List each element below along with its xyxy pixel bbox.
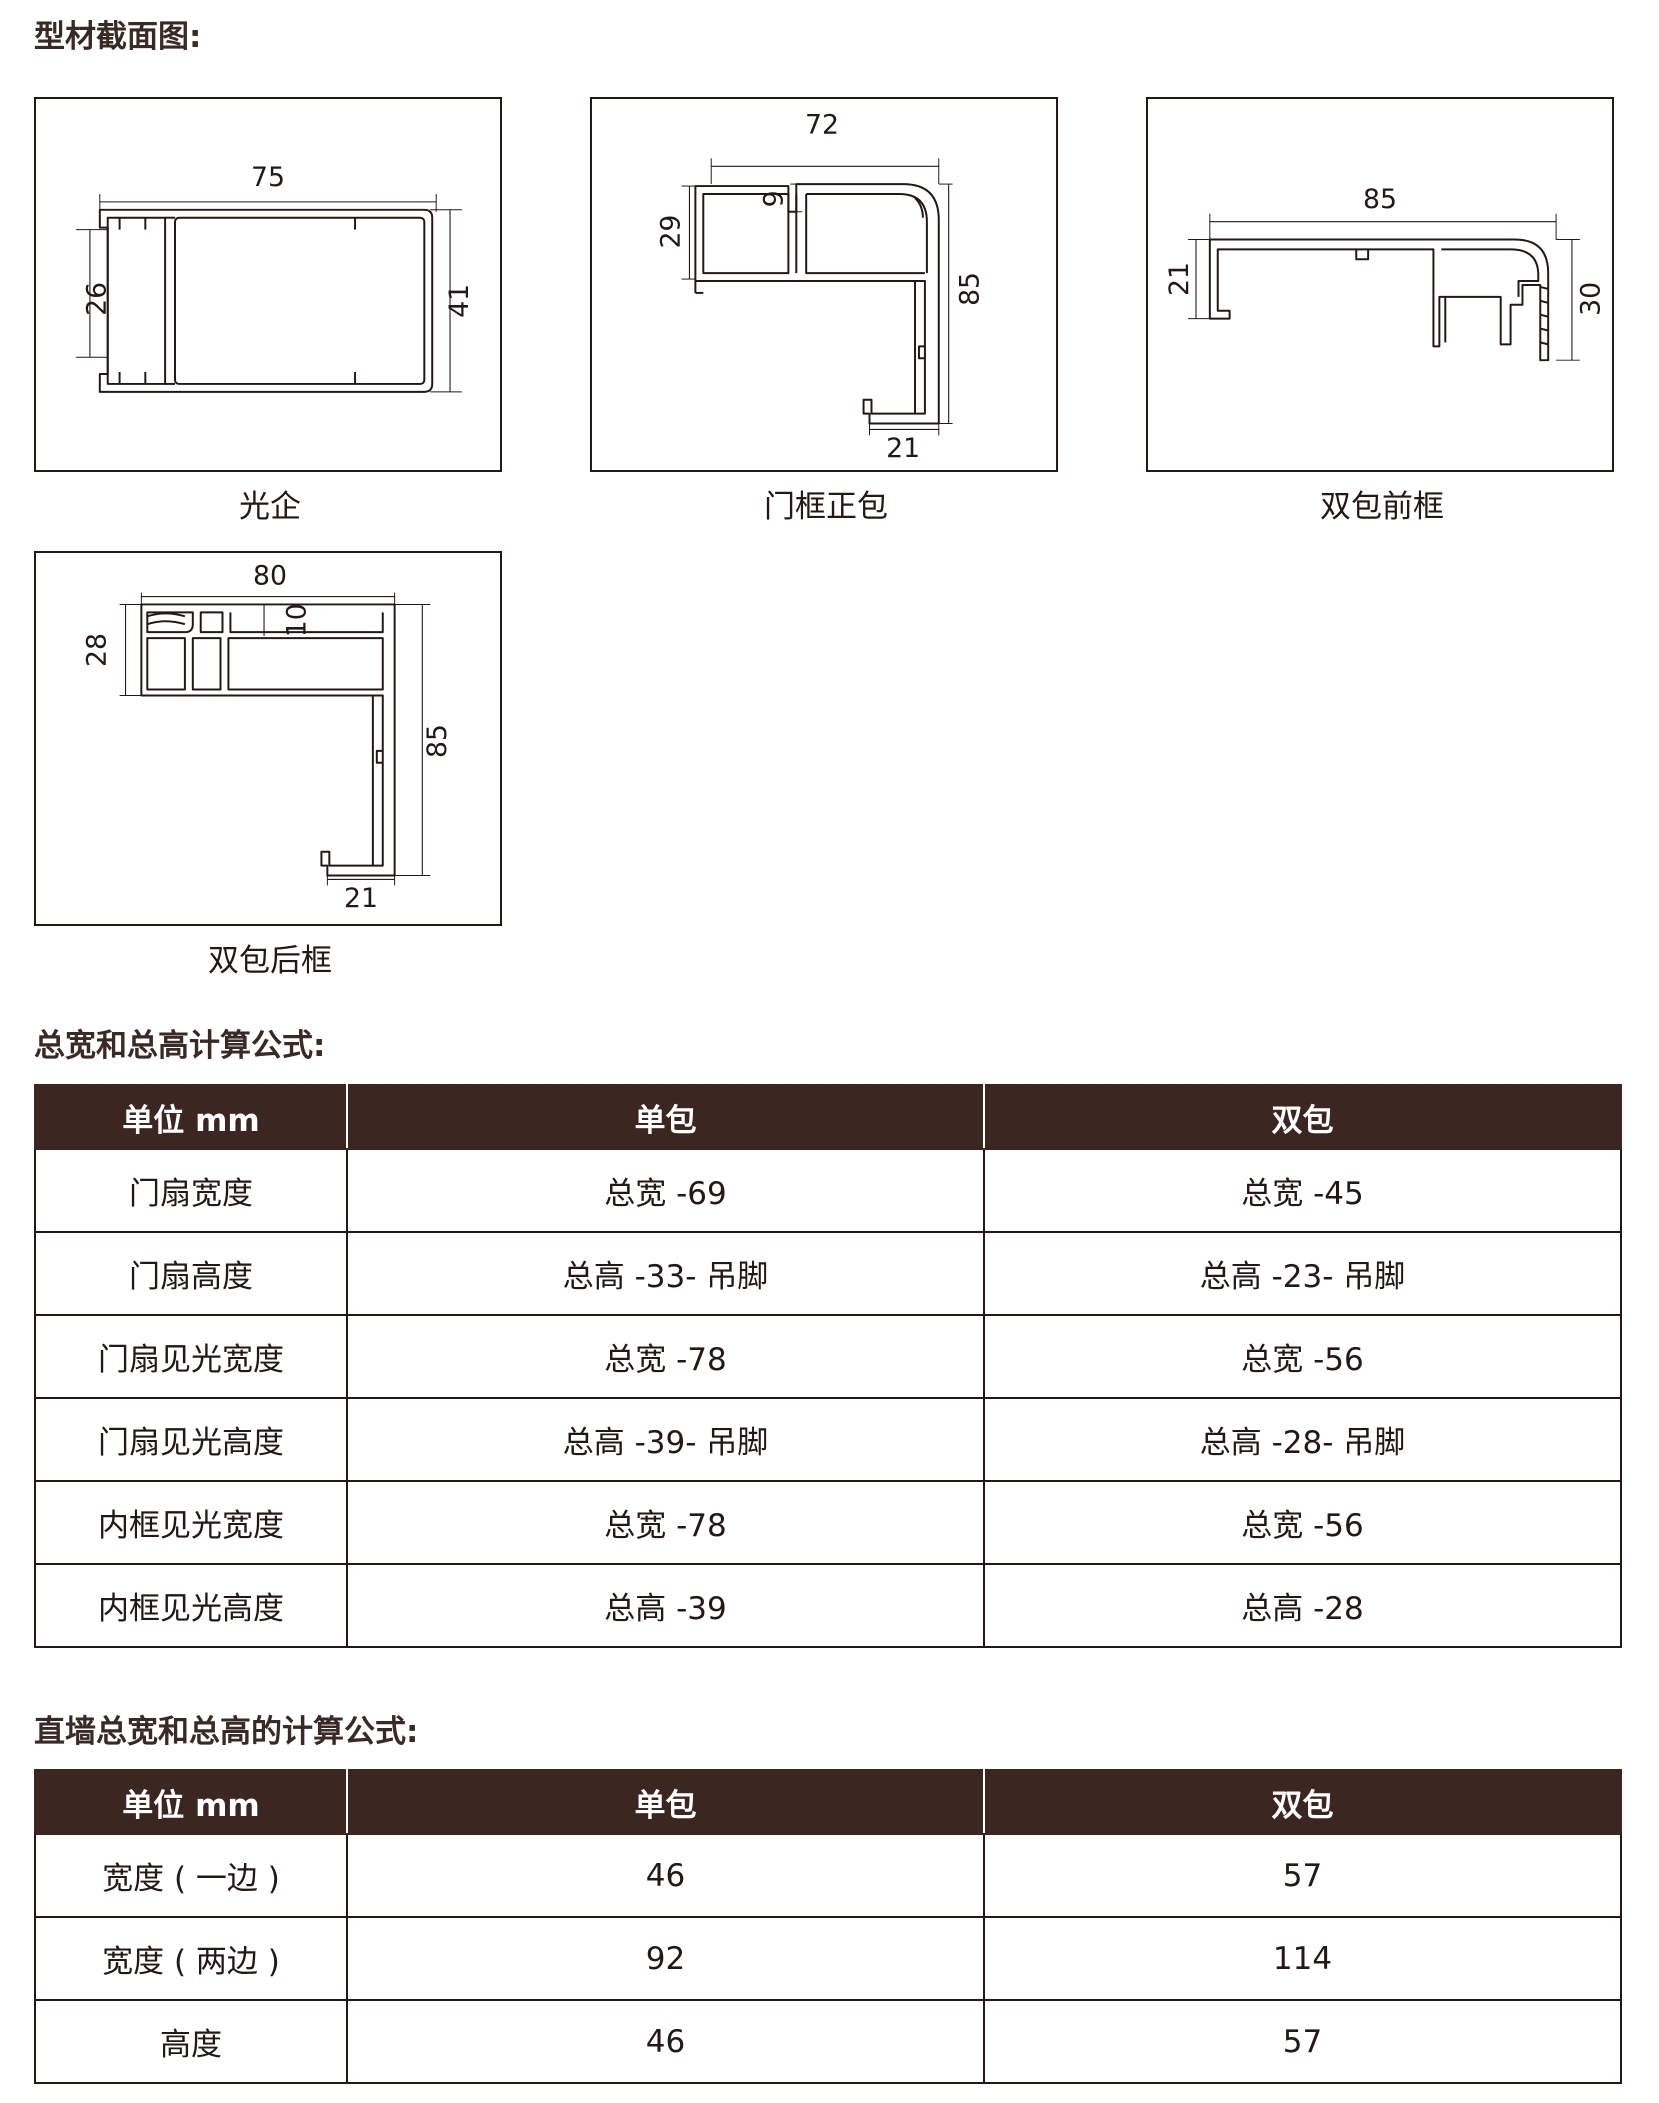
table-header-row: 单位 mm 单包 双包 [34,1769,1622,1835]
cell-double: 57 [983,1833,1622,1918]
cell-single: 46 [346,1999,985,2084]
cell-double: 总宽 -56 [983,1314,1622,1399]
row-label: 门扇见光高度 [34,1397,348,1482]
profile-drawing-houkuang: 80 28 10 85 21 [82,561,453,915]
dim-height: 85 [954,272,985,306]
dim-width: 80 [253,561,287,592]
formula-table-title: 总宽和总高计算公式: [34,1028,326,1064]
profile-card-guangqi: 75 26 41 [34,97,502,472]
dim-upper: 28 [82,633,113,667]
cell-single: 46 [346,1833,985,1918]
profile-drawing-menkuang: 72 9 29 85 21 [656,110,986,465]
cell-double: 总宽 -56 [983,1480,1622,1565]
cell-double: 57 [983,1999,1622,2084]
table-row: 内框见光高度 总高 -39 总高 -28 [34,1563,1622,1648]
table-row: 门扇见光高度 总高 -39- 吊脚 总高 -28- 吊脚 [34,1397,1622,1482]
dim-upper: 29 [656,215,687,249]
header-unit: 单位 mm [34,1769,348,1835]
dim-right: 30 [1576,282,1607,316]
row-label: 高度 [34,1999,348,2084]
row-label: 宽度 ( 两边 ) [34,1916,348,2001]
row-label: 宽度 ( 一边 ) [34,1833,348,1918]
table-header-row: 单位 mm 单包 双包 [34,1084,1622,1150]
profile-caption-houkuang: 双包后框 [208,943,332,979]
dim-foot: 21 [886,433,920,464]
table-row: 高度 46 57 [34,1999,1622,2084]
cell-double: 总高 -28- 吊脚 [983,1397,1622,1482]
table-row: 门扇高度 总高 -33- 吊脚 总高 -23- 吊脚 [34,1231,1622,1316]
dim-width: 85 [1363,184,1397,215]
dim-left: 21 [1164,262,1195,296]
dim-height: 85 [422,724,453,758]
header-single: 单包 [346,1769,985,1835]
cell-single: 总高 -39- 吊脚 [346,1397,985,1482]
dim-height: 41 [444,284,475,318]
profile-caption-qiankuang: 双包前框 [1320,489,1444,525]
table-row: 宽度 ( 两边 ) 92 114 [34,1916,1622,2001]
row-label: 内框见光高度 [34,1563,348,1648]
header-double: 双包 [983,1769,1622,1835]
row-label: 门扇见光宽度 [34,1314,348,1399]
profile-card-houkuang: 80 28 10 85 21 [34,551,502,926]
dim-foot: 21 [344,883,378,914]
profile-card-menkuang: 72 9 29 85 21 [590,97,1058,472]
table-row: 内框见光宽度 总宽 -78 总宽 -56 [34,1480,1622,1565]
header-single: 单包 [346,1084,985,1150]
profile-drawing-guangqi: 75 26 41 [76,162,475,393]
cell-single: 总高 -33- 吊脚 [346,1231,985,1316]
profile-caption-guangqi: 光企 [239,489,301,525]
profile-card-qiankuang: 85 21 30 [1146,97,1614,472]
cell-single: 总宽 -78 [346,1314,985,1399]
header-double: 双包 [983,1084,1622,1150]
wall-table: 单位 mm 单包 双包 宽度 ( 一边 ) 46 57 宽度 ( 两边 ) 92… [34,1769,1622,2084]
row-label: 内框见光宽度 [34,1480,348,1565]
header-unit: 单位 mm [34,1084,348,1150]
table-row: 宽度 ( 一边 ) 46 57 [34,1833,1622,1918]
row-label: 门扇高度 [34,1231,348,1316]
cell-single: 92 [346,1916,985,2001]
table-row: 门扇宽度 总宽 -69 总宽 -45 [34,1148,1622,1233]
cell-single: 总宽 -69 [346,1148,985,1233]
cell-double: 总高 -23- 吊脚 [983,1231,1622,1316]
wall-table-title: 直墙总宽和总高的计算公式: [34,1714,419,1750]
cell-double: 总高 -28 [983,1563,1622,1648]
row-label: 门扇宽度 [34,1148,348,1233]
profiles-title: 型材截面图: [34,19,202,55]
cell-double: 114 [983,1916,1622,2001]
profile-drawing-qiankuang: 85 21 30 [1164,184,1607,362]
dim-step: 9 [758,190,789,207]
table-row: 门扇见光宽度 总宽 -78 总宽 -56 [34,1314,1622,1399]
dim-width: 75 [251,162,285,193]
cell-double: 总宽 -45 [983,1148,1622,1233]
dim-width: 72 [805,110,839,141]
formula-table: 单位 mm 单包 双包 门扇宽度 总宽 -69 总宽 -45 门扇高度 总高 -… [34,1084,1622,1648]
cell-single: 总宽 -78 [346,1480,985,1565]
profile-caption-menkuang: 门框正包 [764,489,888,525]
cell-single: 总高 -39 [346,1563,985,1648]
